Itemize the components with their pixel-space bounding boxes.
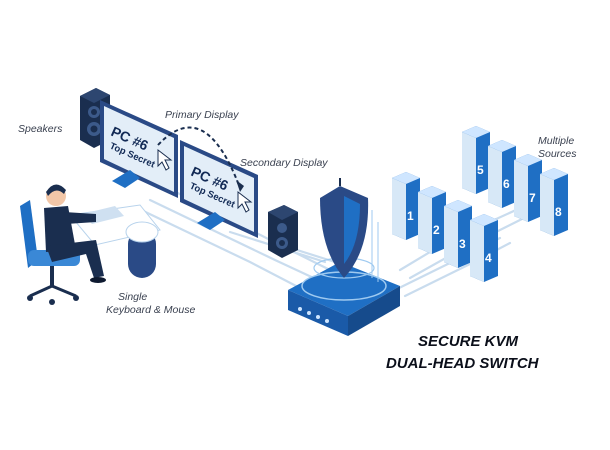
server-label: 8 [555, 205, 562, 219]
label-secondary-display: Secondary Display [240, 157, 328, 169]
server-1: 1 [392, 172, 420, 240]
label-single-km-line1: Single [118, 291, 147, 303]
title-line1: SECURE KVM [418, 333, 519, 350]
servers-front-row: 1 2 3 4 [392, 172, 498, 282]
user-at-desk [20, 184, 106, 305]
server-label: 3 [459, 237, 466, 251]
server-label: 7 [529, 191, 536, 205]
server-label: 5 [477, 163, 484, 177]
label-speakers: Speakers [18, 123, 63, 135]
label-single-km-line2: Keyboard & Mouse [106, 304, 195, 316]
server-label: 4 [485, 251, 492, 265]
server-4: 4 [470, 214, 498, 282]
server-7: 7 [514, 154, 542, 222]
label-multiple-sources-line1: Multiple [538, 135, 574, 147]
server-2: 2 [418, 186, 446, 254]
speaker-right [268, 205, 298, 258]
display-switch-arc [157, 126, 241, 189]
server-label: 6 [503, 177, 510, 191]
server-6: 6 [488, 140, 516, 208]
label-multiple-sources-line2: Sources [538, 148, 577, 160]
server-3: 3 [444, 200, 472, 268]
server-5: 5 [462, 126, 490, 194]
server-label: 2 [433, 223, 440, 237]
secondary-monitor: PC #6 Top Secret [180, 140, 258, 238]
cursor-icon [157, 148, 173, 171]
primary-monitor: PC #6 Top Secret [100, 100, 178, 198]
shield-icon [320, 178, 379, 282]
title-line2: DUAL-HEAD SWITCH [386, 355, 540, 372]
cursor-icon [237, 190, 253, 213]
server-8: 8 [540, 168, 568, 236]
servers-back-row: 5 6 7 8 [462, 126, 568, 236]
server-label: 1 [407, 209, 414, 223]
label-primary-display: Primary Display [165, 109, 239, 121]
